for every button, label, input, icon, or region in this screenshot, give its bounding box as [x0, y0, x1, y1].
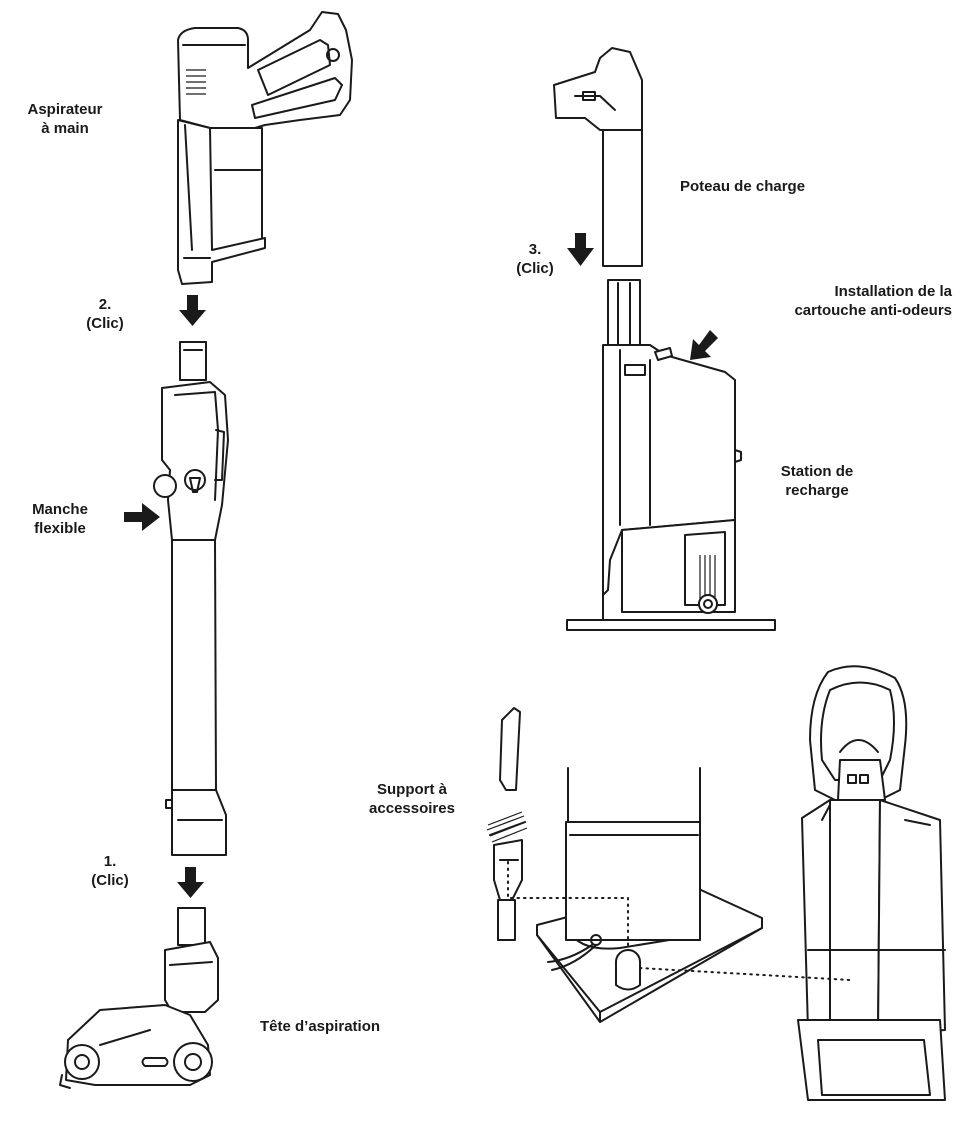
- arrow-down-icon: [179, 295, 206, 326]
- label-flexible-wand: Manche flexible: [5, 500, 115, 538]
- label-line: à main: [41, 120, 89, 137]
- label-line: Installation de la: [834, 283, 952, 300]
- label-floor-head: Tête d’aspiration: [260, 1018, 381, 1035]
- step-click: (Clic): [91, 872, 129, 889]
- label-accessory-holder: Support à accessoires: [352, 780, 472, 818]
- accessory-tool-drawing: [486, 707, 528, 941]
- label-line: Aspirateur: [27, 101, 103, 118]
- label-line: Manche: [32, 501, 88, 518]
- label-line: Support à: [377, 781, 447, 798]
- arrow-down-icon: [177, 867, 204, 898]
- step-number: 3.: [528, 241, 542, 258]
- flexible-wand-drawing: [153, 341, 229, 856]
- step-number: 1.: [103, 853, 117, 870]
- charging-station-drawing: [566, 279, 776, 631]
- label-line: flexible: [34, 520, 86, 537]
- label-charging-post: Poteau de charge: [680, 178, 806, 195]
- leader-line: [639, 967, 851, 981]
- handheld-vacuum-drawing: [177, 11, 353, 285]
- label-step-1: 1. (Clic): [75, 852, 145, 890]
- step-click: (Clic): [516, 260, 554, 277]
- arrow-down-icon: [567, 233, 594, 266]
- charging-post-drawing: [553, 47, 643, 267]
- label-line: accessoires: [369, 800, 455, 817]
- step-number: 2.: [98, 296, 112, 313]
- arrow-right-icon: [124, 503, 160, 531]
- label-line: recharge: [785, 482, 849, 499]
- dock-closeup-drawing: [536, 767, 763, 1023]
- full-stand-drawing: [797, 665, 946, 1101]
- label-step-2: 2. (Clic): [70, 295, 140, 333]
- label-charging-station: Station de recharge: [762, 462, 872, 500]
- label-line: Station de: [780, 463, 854, 480]
- label-odor-cartridge: Installation de la cartouche anti-odeurs: [730, 282, 952, 320]
- leader-line: [507, 861, 629, 951]
- label-line: cartouche anti-odeurs: [794, 302, 952, 319]
- arrow-diagonal-icon: [690, 330, 718, 360]
- label-handheld-vacuum: Aspirateur à main: [10, 100, 120, 138]
- floor-head-drawing: [59, 907, 219, 1089]
- label-step-3: 3. (Clic): [505, 240, 565, 278]
- step-click: (Clic): [86, 315, 124, 332]
